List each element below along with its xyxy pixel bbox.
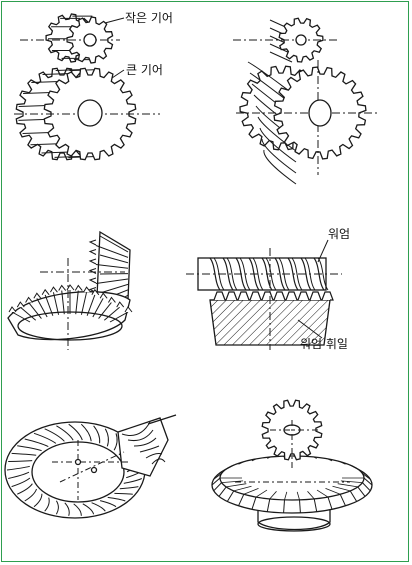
worm-gear-figure: [186, 239, 342, 350]
worm-wheel-teeth: [210, 291, 334, 301]
spiral-bevel-gears-figure: [4, 414, 177, 519]
helical-gears-figure: [233, 17, 380, 185]
bevel-gears-figure: [7, 230, 133, 350]
crown-and-pinion-figure: [211, 399, 373, 532]
spiral-pinion-teeth: [121, 421, 166, 465]
small-gear-label: 작은 기어: [125, 11, 173, 25]
spur-gears-figure: [14, 13, 160, 161]
worm-label: 워엄: [328, 227, 351, 241]
large-gear-label: 큰 기어: [126, 63, 163, 77]
worm-wheel-label: 워엄 휘일: [300, 337, 348, 351]
bevel-lower-teeth: [8, 284, 133, 323]
